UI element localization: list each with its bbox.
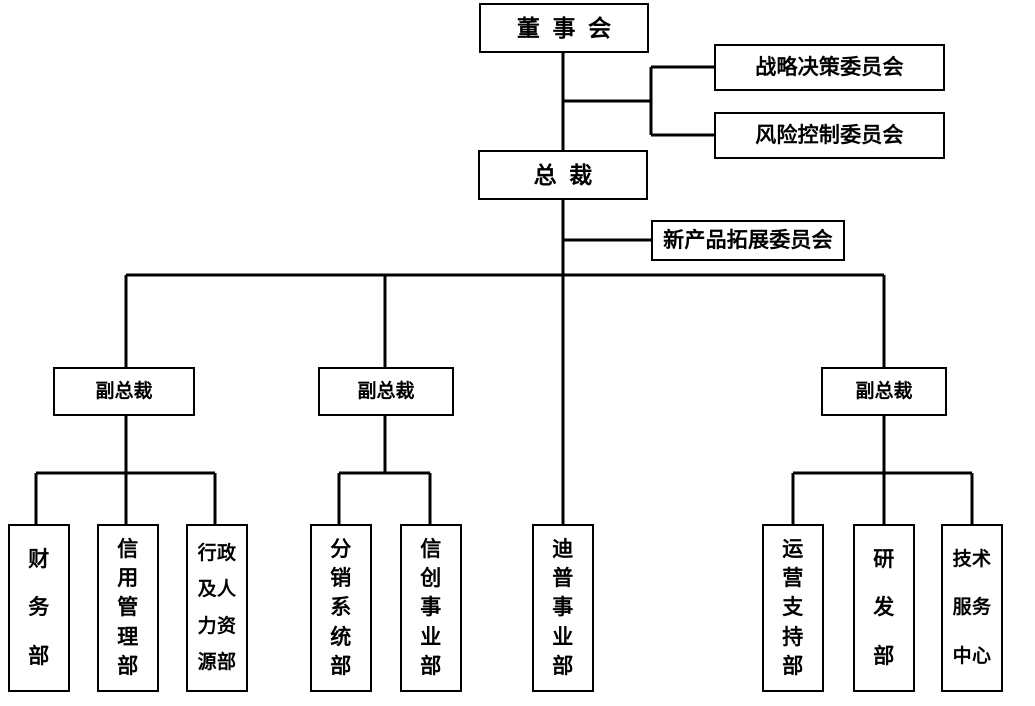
node-dept-xinchuang-business-line-4: 业 (420, 624, 442, 649)
node-dept-admin-hr-line-1: 行政 (197, 542, 237, 564)
node-dept-distribution-system-line-5: 部 (330, 653, 352, 678)
node-dept-dptech-business-line-2: 普 (552, 566, 574, 591)
node-president-label: 总裁 (533, 162, 605, 188)
node-dept-finance-line-3: 部 (28, 644, 50, 669)
node-dept-xinchuang-business-line-3: 事 (420, 595, 442, 620)
node-dept-finance[interactable]: 财 务 部 (8, 524, 70, 692)
node-dept-research-development-line-1: 研 (873, 546, 895, 571)
node-vice-president-2-label: 副总裁 (357, 381, 415, 402)
node-vice-president-1-label: 副总裁 (95, 381, 153, 402)
node-dept-credit-management[interactable]: 信 用 管 理 部 (97, 524, 159, 692)
node-dept-tech-service-center-line-3: 中心 (952, 646, 992, 668)
node-dept-tech-service-center[interactable]: 技术 服务 中心 (941, 524, 1003, 692)
node-dept-xinchuang-business[interactable]: 信 创 事 业 部 (400, 524, 462, 692)
node-dept-operations-support-line-2: 营 (782, 566, 804, 591)
node-president[interactable]: 总裁 (478, 150, 648, 200)
node-vice-president-3[interactable]: 副总裁 (821, 367, 947, 416)
node-dept-operations-support-line-4: 持 (782, 624, 804, 649)
node-dept-admin-hr-line-2: 及人 (197, 579, 237, 601)
node-dept-xinchuang-business-line-5: 部 (420, 653, 442, 678)
node-dept-distribution-system-line-4: 统 (330, 624, 352, 649)
node-dept-dptech-business-line-5: 部 (552, 653, 574, 678)
node-dept-credit-management-line-1: 信 (117, 537, 139, 562)
node-dept-xinchuang-business-line-1: 信 (420, 537, 442, 562)
node-vice-president-2[interactable]: 副总裁 (318, 367, 454, 416)
node-dept-admin-hr-line-3: 力资 (197, 615, 237, 637)
node-dept-xinchuang-business-line-2: 创 (420, 566, 442, 591)
node-committee-new-product[interactable]: 新产品拓展委员会 (651, 220, 845, 261)
node-dept-tech-service-center-line-2: 服务 (952, 597, 992, 619)
node-dept-dptech-business-line-3: 事 (552, 595, 574, 620)
node-board-label: 董事会 (516, 15, 624, 41)
node-dept-operations-support-line-1: 运 (782, 537, 804, 562)
node-dept-credit-management-line-2: 用 (117, 566, 139, 591)
node-dept-tech-service-center-line-1: 技术 (952, 548, 992, 570)
node-vice-president-3-label: 副总裁 (855, 381, 913, 402)
node-dept-dptech-business-line-4: 业 (552, 624, 574, 649)
node-dept-distribution-system-line-3: 系 (330, 595, 352, 620)
node-dept-distribution-system[interactable]: 分 销 系 统 部 (310, 524, 372, 692)
node-committee-risk[interactable]: 风险控制委员会 (714, 112, 945, 159)
node-dept-credit-management-line-3: 管 (117, 595, 139, 620)
node-board[interactable]: 董事会 (479, 3, 649, 53)
node-dept-operations-support-line-3: 支 (782, 595, 804, 620)
node-dept-dptech-business[interactable]: 迪 普 事 业 部 (532, 524, 594, 692)
node-dept-distribution-system-line-2: 销 (330, 566, 352, 591)
node-dept-dptech-business-line-1: 迪 (552, 537, 574, 562)
node-committee-risk-label: 风险控制委员会 (755, 123, 904, 147)
node-committee-new-product-label: 新产品拓展委员会 (663, 228, 833, 252)
node-dept-credit-management-line-5: 部 (117, 653, 139, 678)
node-dept-admin-hr-line-4: 源部 (197, 652, 237, 674)
node-vice-president-1[interactable]: 副总裁 (53, 367, 195, 416)
node-dept-operations-support[interactable]: 运 营 支 持 部 (762, 524, 824, 692)
node-dept-credit-management-line-4: 理 (117, 624, 139, 649)
node-dept-research-development[interactable]: 研 发 部 (853, 524, 915, 692)
node-dept-distribution-system-line-1: 分 (330, 537, 352, 562)
node-dept-research-development-line-2: 发 (873, 595, 895, 620)
node-dept-admin-hr[interactable]: 行政 及人 力资 源部 (186, 524, 248, 692)
node-dept-finance-line-2: 务 (28, 595, 50, 620)
node-committee-strategy-label: 战略决策委员会 (755, 55, 904, 79)
node-dept-operations-support-line-5: 部 (782, 653, 804, 678)
node-dept-research-development-line-3: 部 (873, 644, 895, 669)
node-dept-finance-line-1: 财 (28, 546, 50, 571)
node-committee-strategy[interactable]: 战略决策委员会 (714, 44, 945, 91)
